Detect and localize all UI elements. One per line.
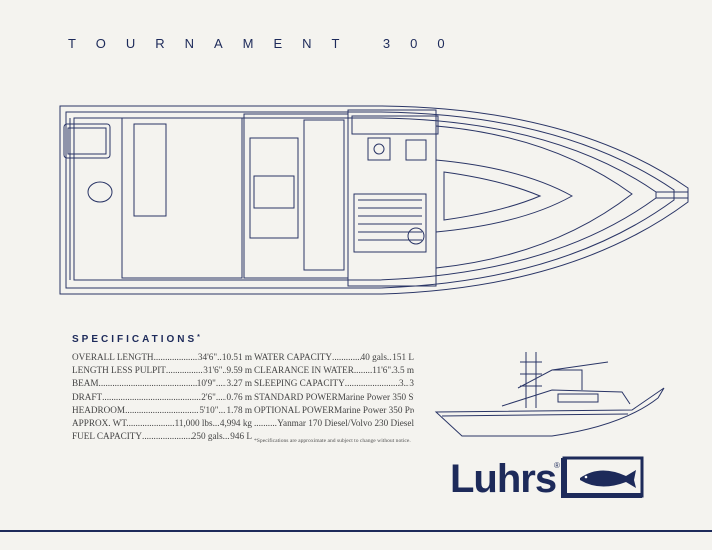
spec-label: OVERALL LENGTH [72, 352, 154, 362]
spec-leader [219, 404, 227, 417]
logo-registered-mark: ® [554, 461, 560, 470]
spec-leader [332, 351, 361, 364]
specifications-heading: SPECIFICATIONS* [72, 334, 203, 345]
spec-value: Yanmar 170 Diesel/Volvo 230 Diesel [277, 418, 414, 429]
spec-value-metric: 3.27 m [226, 378, 252, 389]
spec-value: 31'6" [203, 365, 223, 376]
spec-row: APPROX. WT. 11,000 lbs. 4,994 kg [72, 417, 252, 430]
spec-value: 3 [399, 378, 404, 389]
specifications-footnote: *Specifications are approximate and subj… [254, 438, 411, 444]
tuna-fish-icon [561, 456, 644, 498]
spec-leader [354, 364, 372, 377]
spec-row: DRAFT 2'6" 0.76 m [72, 391, 252, 404]
spec-leader [166, 364, 203, 377]
spec-value: 250 gals. [191, 431, 225, 442]
spec-value: 11'6" [372, 365, 392, 376]
spec-value: 11,000 lbs. [174, 418, 215, 429]
spec-value: 2'6" [201, 391, 216, 402]
spec-value-metric: 1.78 m [226, 404, 252, 415]
spec-row: LENGTH LESS PULPIT 31'6"9.59 m [72, 364, 252, 377]
specifications-asterisk: * [197, 334, 203, 341]
spec-leader [142, 430, 192, 443]
spec-label: BEAM [72, 378, 99, 389]
spec-row: Yanmar 170 Diesel/Volvo 230 Diesel [254, 417, 414, 430]
specifications-heading-text: SPECIFICATIONS [72, 334, 198, 345]
spec-label: DRAFT [72, 391, 103, 402]
spec-value: 5'10" [199, 404, 219, 415]
spec-label: SLEEPING CAPACITY [254, 378, 345, 389]
spec-value-metric: 151 L [392, 352, 414, 362]
spec-label: OPTIONAL POWER [254, 404, 335, 415]
spec-label: WATER CAPACITY [254, 352, 333, 362]
spec-value-metric: 4,994 kg [219, 418, 252, 429]
spec-row: SLEEPING CAPACITY 33 [254, 377, 414, 390]
spec-label: CLEARANCE IN WATER [254, 365, 354, 376]
spec-value: 40 gals. [360, 352, 390, 362]
spec-row: FUEL CAPACITY 250 gals. 946 L [72, 430, 252, 443]
spec-leader [125, 404, 199, 417]
spec-value-metric: 3 [409, 378, 414, 389]
spec-value-metric: 0.76 m [226, 391, 252, 402]
spec-value-metric: 3.5 m [393, 365, 414, 376]
spec-label: LENGTH LESS PULPIT [72, 365, 166, 376]
boat-profile-drawing [434, 352, 665, 437]
spec-label: STANDARD POWER [254, 391, 338, 402]
luhrs-logo: Luhrs ® [450, 456, 644, 498]
deck-plan-drawing [59, 105, 689, 295]
spec-row: HEADROOM 5'10" 1.78 m [72, 404, 252, 417]
spec-leader [99, 377, 197, 390]
spec-label: FUEL CAPACITY [72, 431, 143, 442]
spec-leader [254, 417, 277, 430]
spec-row: CLEARANCE IN WATER 11'6"3.5 m [254, 364, 414, 377]
logo-wordmark: Luhrs [450, 457, 556, 498]
spec-leader [154, 351, 198, 364]
spec-leader [216, 391, 227, 404]
spec-row: OVERALL LENGTH 34'6"10.51 m [72, 351, 252, 364]
spec-value-metric: 10.51 m [221, 352, 252, 362]
specs-column-left: OVERALL LENGTH 34'6"10.51 m LENGTH LESS PU… [72, 351, 252, 443]
spec-label: APPROX. WT. [72, 418, 129, 429]
spec-row: BEAM 10'9" 3.27 m [72, 377, 252, 390]
spec-leader [129, 417, 175, 430]
spec-leader [102, 391, 201, 404]
spec-value-metric: 9.59 m [226, 365, 252, 376]
page-title: TOURNAMENT 300 [68, 36, 465, 51]
spec-leader [216, 377, 227, 390]
footer-rule [0, 530, 712, 532]
spec-leader [345, 377, 399, 390]
specs-column-right: WATER CAPACITY 40 gals.151 L CLEARANCE IN … [254, 351, 414, 430]
spec-value-metric: 946 L [230, 431, 252, 442]
spec-row: WATER CAPACITY 40 gals.151 L [254, 351, 414, 364]
spec-value: Marine Power 350 Prem. [334, 404, 414, 415]
spec-value: Marine Power 350 Std. [337, 391, 414, 402]
spec-label: HEADROOM [72, 404, 126, 415]
spec-value: 34'6" [197, 352, 218, 362]
spec-value: 10'9" [196, 378, 216, 389]
